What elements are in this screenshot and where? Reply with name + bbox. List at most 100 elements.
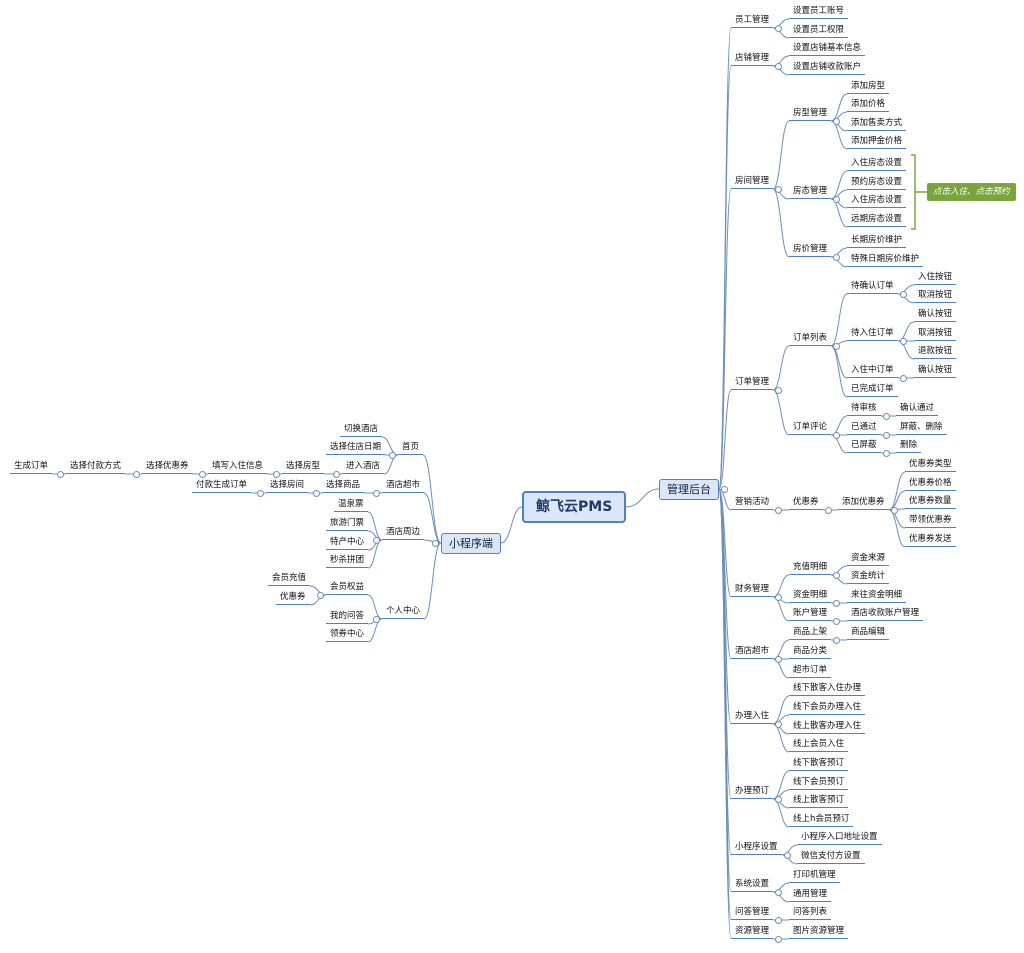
node-m-enter[interactable]: 进入酒店 [342,460,385,474]
collapse-toggle-icon[interactable] [432,539,439,547]
collapse-toggle-icon[interactable] [833,253,840,261]
node-a-ms1[interactable]: 小程序入口地址设置 [797,831,882,845]
node-a-rs3[interactable]: 线上散客预订 [789,794,849,808]
node-m-fill[interactable]: 填写入住信息 [208,460,268,474]
collapse-toggle-icon[interactable] [900,290,907,298]
node-a-sys1[interactable]: 打印机管理 [789,869,840,883]
node-a-ck[interactable]: 办理入住 [731,710,774,724]
node-a-shop-info[interactable]: 设置店铺基本信息 [789,42,866,56]
collapse-toggle-icon[interactable] [775,506,782,514]
node-a-passed[interactable]: 已通过 [847,421,881,435]
node-a-done[interactable]: 已完成订单 [847,383,898,397]
node-m-qa[interactable]: 我的问答 [326,610,369,624]
collapse-toggle-icon[interactable] [833,342,840,350]
node-m-paygen[interactable]: 付款生成订单 [192,479,252,493]
collapse-toggle-icon[interactable] [775,185,782,193]
node-a-order[interactable]: 订单管理 [731,376,774,390]
collapse-toggle-icon[interactable] [775,795,782,803]
node-a-rs2[interactable]: 线下会员预订 [789,776,849,790]
node-a-pchk[interactable]: 待入住订单 [847,327,898,341]
node-m-center[interactable]: 领券中心 [326,628,369,642]
collapse-toggle-icon[interactable] [833,117,840,125]
collapse-toggle-icon[interactable] [825,506,832,514]
node-a-olist[interactable]: 订单列表 [789,332,832,346]
node-a-hdel[interactable]: 屏蔽、删除 [896,421,947,435]
node-a-csend[interactable]: 优惠券发送 [905,533,956,547]
node-a-ctype[interactable]: 优惠券类型 [905,458,956,472]
node-a-rs[interactable]: 办理预订 [731,785,774,799]
node-a-inh[interactable]: 入住中订单 [847,364,898,378]
collapse-toggle-icon[interactable] [721,485,728,493]
node-a-del[interactable]: 删除 [896,439,922,453]
collapse-toggle-icon[interactable] [373,536,380,544]
node-a-cf-btn[interactable]: 确认按钮 [914,308,957,322]
collapse-toggle-icon[interactable] [900,374,907,382]
node-a-hidden[interactable]: 已屏蔽 [847,439,881,453]
collapse-toggle-icon[interactable] [373,615,380,623]
node-a-cf-btn2[interactable]: 确认按钮 [914,364,957,378]
collapse-toggle-icon[interactable] [883,412,890,420]
collapse-toggle-icon[interactable] [833,636,840,644]
node-a-st3[interactable]: 入住房态设置 [847,194,907,208]
collapse-toggle-icon[interactable] [317,591,324,599]
node-m-spring[interactable]: 温泉票 [334,498,368,512]
node-a-qa1[interactable]: 问答列表 [789,906,832,920]
node-a-gup[interactable]: 商品上架 [789,626,832,640]
node-a-addcpn[interactable]: 添加优惠券 [838,496,889,510]
node-m-coupon[interactable]: 优惠券 [276,591,310,605]
node-a-res[interactable]: 资源管理 [731,925,774,939]
collapse-toggle-icon[interactable] [775,916,782,924]
node-a-fin[interactable]: 财务管理 [731,583,774,597]
node-a-ck-btn[interactable]: 入住按钮 [914,271,957,285]
node-a-mord[interactable]: 超市订单 [789,664,832,678]
node-a-ccol[interactable]: 带领优惠券 [905,514,956,528]
collapse-toggle-icon[interactable] [775,62,782,70]
node-a-staff-acc[interactable]: 设置员工账号 [789,5,849,19]
collapse-toggle-icon[interactable] [133,470,140,478]
node-a-pconf[interactable]: 待确认订单 [847,280,898,294]
node-a-ck4[interactable]: 线上会员入住 [789,738,849,752]
collapse-toggle-icon[interactable] [833,195,840,203]
collapse-toggle-icon[interactable] [373,489,380,497]
collapse-toggle-icon[interactable] [775,655,782,663]
node-a-mkt[interactable]: 营销活动 [731,496,774,510]
collapse-toggle-icon[interactable] [775,888,782,896]
collapse-toggle-icon[interactable] [775,593,782,601]
node-a-ck2[interactable]: 线下会员办理入住 [789,701,866,715]
node-m-room[interactable]: 选择房间 [266,479,309,493]
collapse-toggle-icon[interactable] [775,386,782,394]
node-m-coupon-sel[interactable]: 选择优惠券 [142,460,193,474]
node-a-mk[interactable]: 酒店超市 [731,645,774,659]
collapse-toggle-icon[interactable] [883,449,890,457]
collapse-toggle-icon[interactable] [313,489,320,497]
node-a-res1[interactable]: 图片资源管理 [789,925,849,939]
node-a-accm[interactable]: 账户管理 [789,607,832,621]
node-a-cc-btn[interactable]: 取消按钮 [914,289,957,303]
node-a-prev[interactable]: 待审核 [847,402,881,416]
node-a-gedit[interactable]: 商品编辑 [847,626,890,640]
node-root[interactable]: 鲸飞云PMS [522,491,627,523]
node-a-cpass[interactable]: 确认通过 [896,402,939,416]
collapse-toggle-icon[interactable] [833,599,840,607]
node-m-gen[interactable]: 生成订单 [10,460,53,474]
node-a-sys2[interactable]: 通用管理 [789,888,832,902]
node-m-home[interactable]: 首页 [398,441,424,455]
node-m-rtype[interactable]: 选择房型 [282,460,325,474]
node-a-add-dep[interactable]: 添加押金价格 [847,135,907,149]
collapse-toggle-icon[interactable] [333,470,340,478]
node-a-add-sale[interactable]: 添加售卖方式 [847,117,907,131]
node-a-cpn[interactable]: 优惠券 [789,496,823,510]
node-m-date[interactable]: 选择住店日期 [326,441,386,455]
node-a-gcat[interactable]: 商品分类 [789,645,832,659]
node-a-shop[interactable]: 店铺管理 [731,52,774,66]
node-a-spec-pr[interactable]: 特殊日期房价维护 [847,253,924,267]
node-m-market[interactable]: 酒店超市 [382,479,425,493]
collapse-toggle-icon[interactable] [833,571,840,579]
node-a-rs1[interactable]: 线下散客预订 [789,757,849,771]
node-a-rs4[interactable]: 线上h会员预订 [789,813,854,827]
node-m-rights[interactable]: 会员权益 [326,581,369,595]
node-a-cqty[interactable]: 优惠券数量 [905,495,956,509]
collapse-toggle-icon[interactable] [775,24,782,32]
node-m-goods[interactable]: 选择商品 [322,479,365,493]
node-a-st4[interactable]: 远期房态设置 [847,213,907,227]
